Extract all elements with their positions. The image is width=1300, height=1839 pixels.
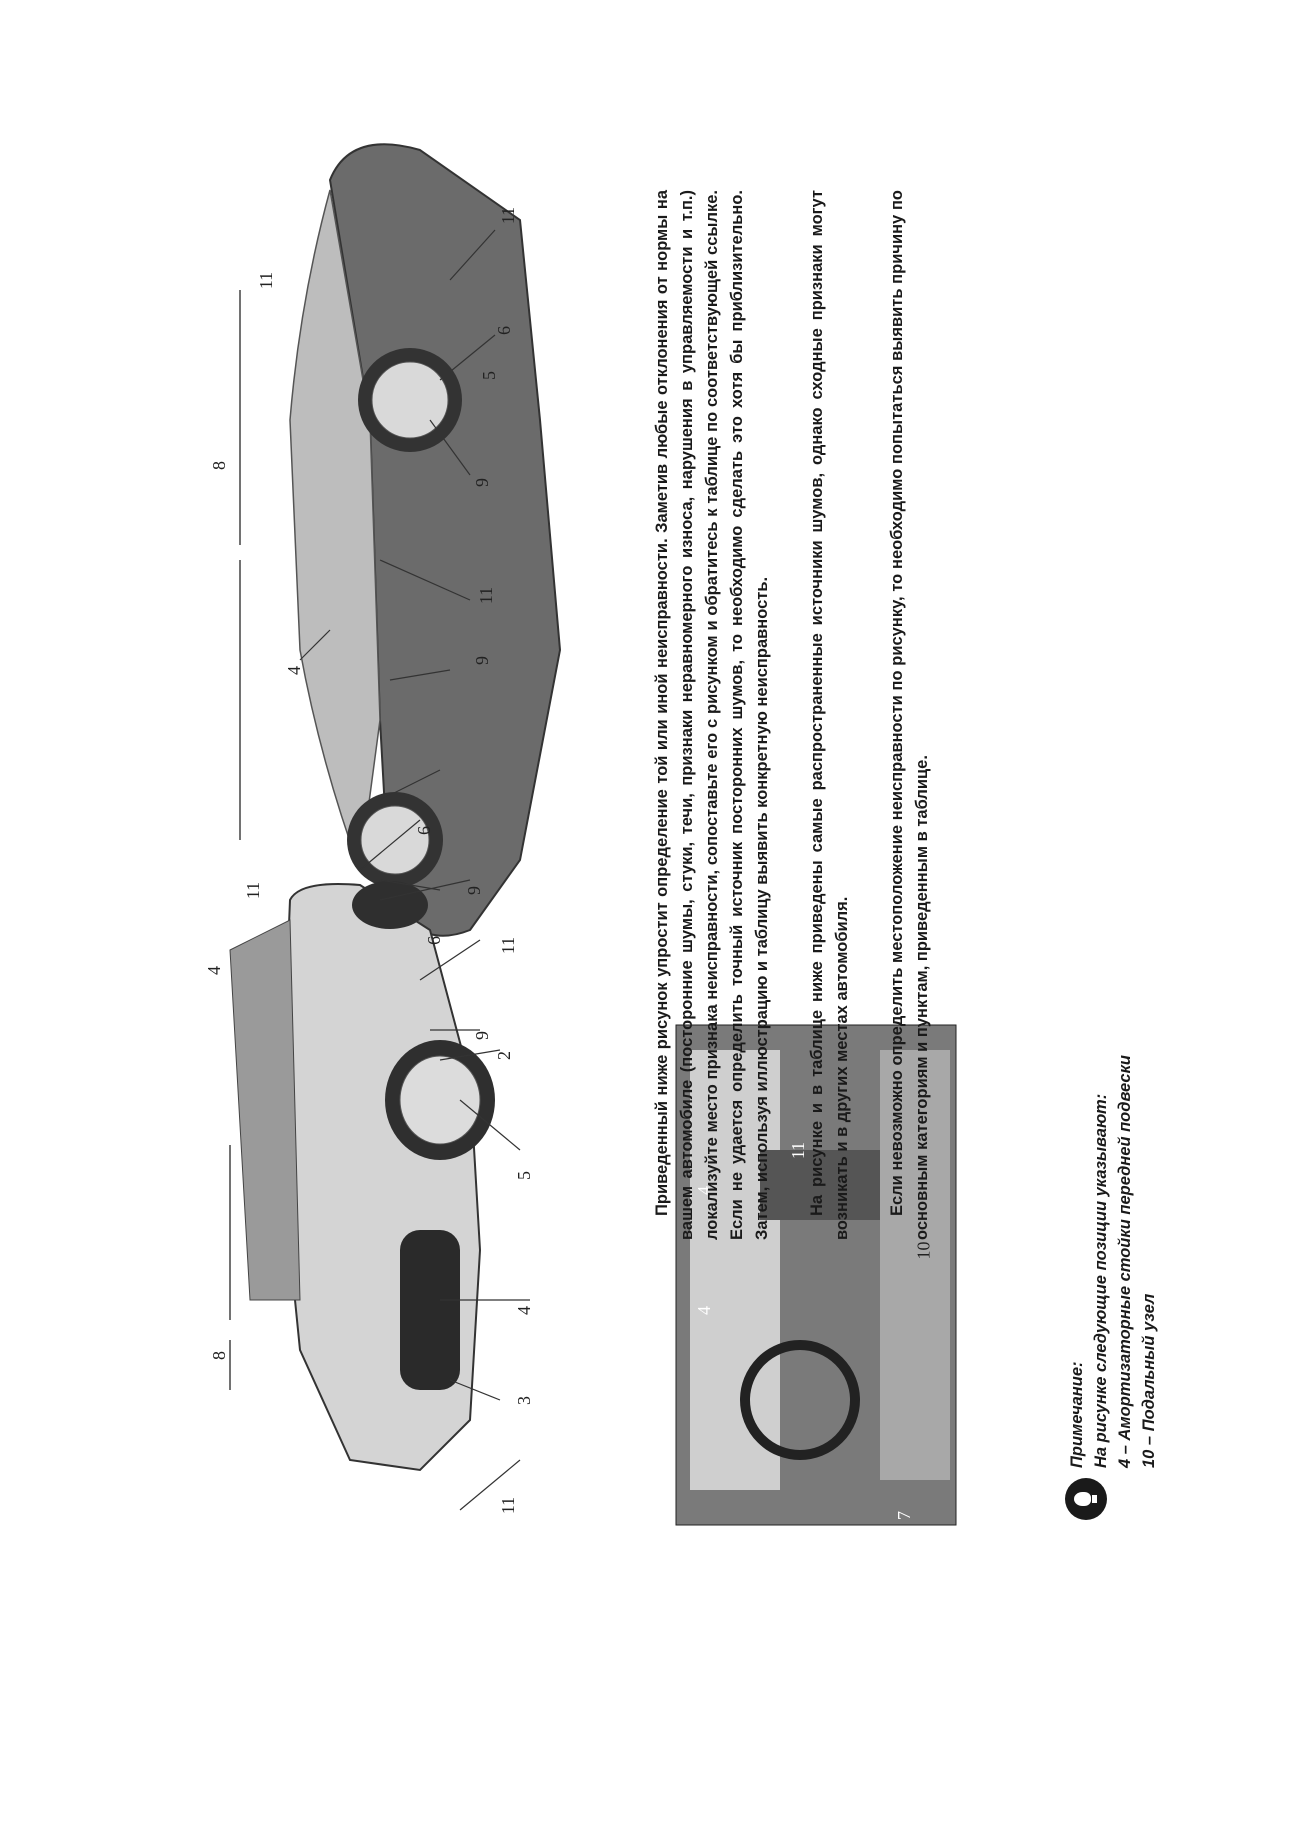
callout-front-9a: 9 [464, 886, 484, 895]
note-intro: На рисунке следующие позиции указывают: [1092, 1093, 1110, 1468]
callout-top-11b: 11 [476, 586, 497, 605]
callout-front-11b: 11 [498, 936, 519, 955]
callout-front-4b: 4 [514, 1306, 534, 1315]
note-text: Примечание: На рисунке следующие позиции… [1065, 1055, 1161, 1468]
car-windshield [229, 919, 301, 1301]
callout-top-8: 8 [209, 461, 229, 470]
callout-front-6: 6 [414, 826, 434, 835]
callout-front-3: 3 [514, 1396, 534, 1405]
body-text-column: Приведенный ниже рисунок упростит опреде… [650, 190, 950, 1240]
callout-top-9a: 9 [472, 478, 492, 487]
callout-front-5: 5 [514, 1171, 534, 1180]
note-block: Примечание: На рисунке следующие позиции… [1055, 1000, 1158, 1520]
note-item-10: 10 – Подальный узел [1140, 1293, 1158, 1468]
callout-top-9b: 9 [472, 656, 492, 665]
car-side-figure [239, 143, 562, 937]
rear-wheel-3q [352, 881, 428, 929]
callout-top-11a: 11 [498, 206, 519, 225]
callout-front-2: 2 [494, 1051, 514, 1060]
callout-int-7: 7 [894, 1511, 914, 1520]
paragraph-3: Если невозможно определить местоположени… [888, 190, 931, 1240]
callout-lines [299, 229, 530, 1511]
car-glass-side [289, 189, 381, 871]
front-rim [360, 805, 430, 875]
interior-windshield-view [690, 1050, 780, 1490]
callout-top-5: 5 [479, 371, 499, 380]
callout-front-11c: 11 [498, 1496, 519, 1515]
callout-top-6b: 6 [424, 936, 444, 945]
note-wrap: Примечание: На рисунке следующие позиции… [1065, 1000, 1161, 1520]
seats [880, 1050, 950, 1480]
note-title: Примечание: [1068, 1361, 1086, 1468]
paragraph-1: Приведенный ниже рисунок упростит опреде… [653, 190, 771, 1240]
steering-wheel [740, 1340, 860, 1460]
callout-int-4b: 4 [694, 1306, 714, 1315]
interior-figure [675, 1024, 957, 1526]
callout-front-9b: 9 [472, 1031, 492, 1040]
callout-front-8: 8 [209, 1351, 229, 1360]
callout-top-4: 4 [284, 666, 304, 675]
callout-front-11a: 11 [243, 881, 264, 900]
callout-front-4a: 4 [204, 966, 224, 975]
note-item-4: 4 – Амортизаторные стойки передней подве… [1116, 1054, 1134, 1468]
rear-rim [371, 361, 449, 439]
callout-top-6a: 6 [494, 326, 514, 335]
front-grille [400, 1230, 460, 1390]
lightbulb-icon [1065, 1478, 1107, 1520]
callout-top-11c: 11 [256, 271, 277, 290]
front-rim-3q [399, 1055, 481, 1145]
paragraph-2: На рисунке и в таблице ниже приведены са… [808, 190, 851, 1240]
callout-int-10: 10 [913, 1241, 934, 1260]
